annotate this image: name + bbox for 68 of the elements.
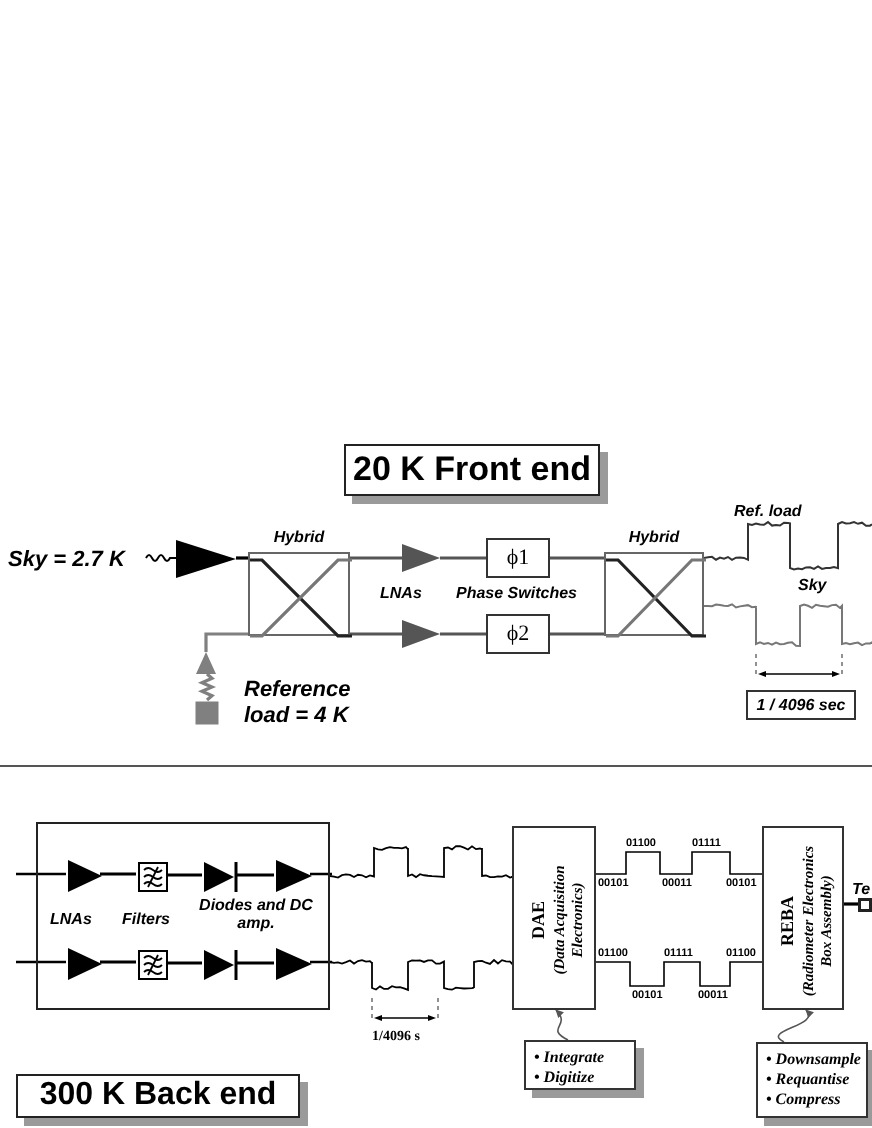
output-box: [858, 898, 872, 912]
bullet-item: • Digitize: [534, 1068, 597, 1088]
text-label: LNAs: [380, 584, 422, 602]
box-label: 300 K Back end: [39, 1078, 277, 1114]
text-label: Filters: [122, 910, 171, 928]
waveform-trace: [703, 520, 872, 571]
connector-line: [440, 632, 486, 636]
diode-symbol: [204, 950, 238, 980]
connector-line: [350, 632, 402, 636]
filter-symbol: [138, 950, 168, 980]
text-label: Te: [852, 880, 871, 898]
hybrid-label: Hybrid: [626, 528, 682, 546]
text-label: LNAs: [50, 910, 92, 928]
connector-line: [197, 672, 217, 702]
text-label: Sky: [798, 576, 827, 594]
text-label: Diodes and DC amp.: [198, 896, 314, 932]
waveform-trace: [329, 845, 513, 879]
time-label-box: [746, 690, 856, 720]
connector-line: [204, 632, 248, 652]
connector-line: [100, 960, 136, 964]
electronics-box: [512, 826, 596, 1010]
load-triangle: [196, 652, 216, 674]
leader-arrow: [555, 1009, 569, 1041]
connector-line: [844, 902, 858, 906]
connector-line: [100, 872, 136, 876]
amplifier-triangle: [68, 860, 102, 892]
amplifier-triangle: [402, 544, 440, 572]
box-label: ϕ1: [506, 546, 530, 570]
box-label: 20 K Front end: [352, 450, 591, 490]
box-label: 1 / 4096 sec: [756, 696, 846, 714]
horn-triangle: [176, 540, 236, 578]
electronics-box: [762, 826, 844, 1010]
connector-line: [440, 556, 486, 560]
box-label: ϕ2: [506, 622, 530, 646]
connector-line: [236, 556, 248, 560]
diode-symbol: [204, 862, 238, 892]
amplifier-triangle: [276, 860, 312, 892]
box-title: REBA: [776, 895, 798, 946]
amplifier-triangle: [402, 620, 440, 648]
connector-line: [166, 873, 202, 877]
phase-switch-box: [486, 614, 550, 654]
digital-waveform: [595, 961, 763, 987]
waveform-trace: [329, 958, 513, 992]
filter-symbol: [138, 862, 168, 892]
connector-line: [236, 873, 274, 877]
phase-switch-box: [486, 538, 550, 578]
bullet-item: • Downsample: [766, 1050, 863, 1070]
bullet-item: • Integrate: [534, 1048, 607, 1068]
amplifier-triangle: [276, 948, 312, 980]
hybrid-label: Hybrid: [271, 528, 327, 546]
amplifier-triangle: [68, 948, 102, 980]
connector-line: [166, 961, 202, 965]
source-label: Sky = 2.7 K: [8, 544, 144, 576]
connector-line: [550, 556, 604, 560]
load-label: Reference load = 4 K: [244, 678, 353, 730]
bullet-item: • Requantise: [766, 1070, 852, 1090]
bullet-item: • Compress: [766, 1090, 843, 1110]
wavy-line: [145, 554, 177, 562]
connector-line: [236, 961, 274, 965]
leader-arrow: [777, 1009, 814, 1043]
text-label: Ref. load: [734, 502, 802, 520]
text-label: Phase Switches: [456, 584, 577, 602]
back-end-box: [36, 822, 330, 1010]
connector-line: [350, 556, 402, 560]
waveform-trace: [703, 603, 872, 647]
box-title: DAE: [527, 901, 549, 940]
digital-waveform: [595, 851, 763, 875]
connector-line: [550, 632, 604, 636]
